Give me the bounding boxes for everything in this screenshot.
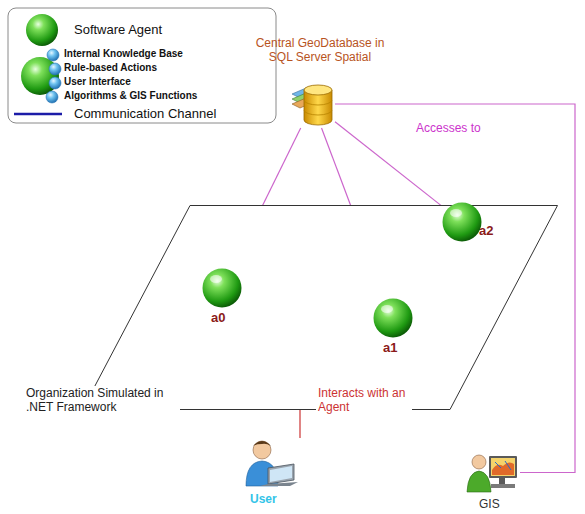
user-icon [240,438,305,490]
agent-node: a1 [373,298,413,338]
connector [300,410,301,438]
node-label: Organization Simulated in .NET Framework [24,386,180,415]
legend-text: Software Agent [74,22,162,38]
agent-sphere [442,202,482,242]
node-label: Central GeoDatabase in SQL Server Spatia… [245,36,395,65]
part-sample [46,91,58,103]
legend-text: User Interface [64,76,131,88]
user-node: User [240,438,305,490]
agent-sphere [202,268,242,308]
database-node: Central GeoDatabase in SQL Server Spatia… [290,80,335,128]
agent-sphere [373,298,413,338]
part-sample [49,63,61,75]
legend-text: Algorithms & GIS Functions [64,90,197,102]
agent-node: a2 [442,202,482,242]
node-label: a0 [211,310,225,326]
legend-text: Rule-based Actions [64,62,157,74]
node-label: a2 [479,223,493,239]
part-sample [49,77,61,89]
channel-sample [14,113,62,116]
database-icon [290,80,335,128]
node-label: a1 [383,340,397,356]
access-label: Accesses to [414,121,483,135]
agent-sample [21,57,59,95]
node-label: GIS [479,497,500,511]
organization-region: Organization Simulated in .NET Framework… [82,205,558,410]
agent-node: a0 [202,268,242,308]
node-label: User [250,492,277,506]
gis-node: GIS [465,450,520,495]
gis-icon [465,450,520,495]
interaction-label: Interacts with an Agent [316,386,412,415]
agent-sample [26,14,58,46]
legend-text: Communication Channel [74,106,216,122]
connector-line [299,410,300,438]
legend-text: Internal Knowledge Base [64,48,183,60]
legend-frame [8,8,276,123]
part-sample [47,49,59,61]
